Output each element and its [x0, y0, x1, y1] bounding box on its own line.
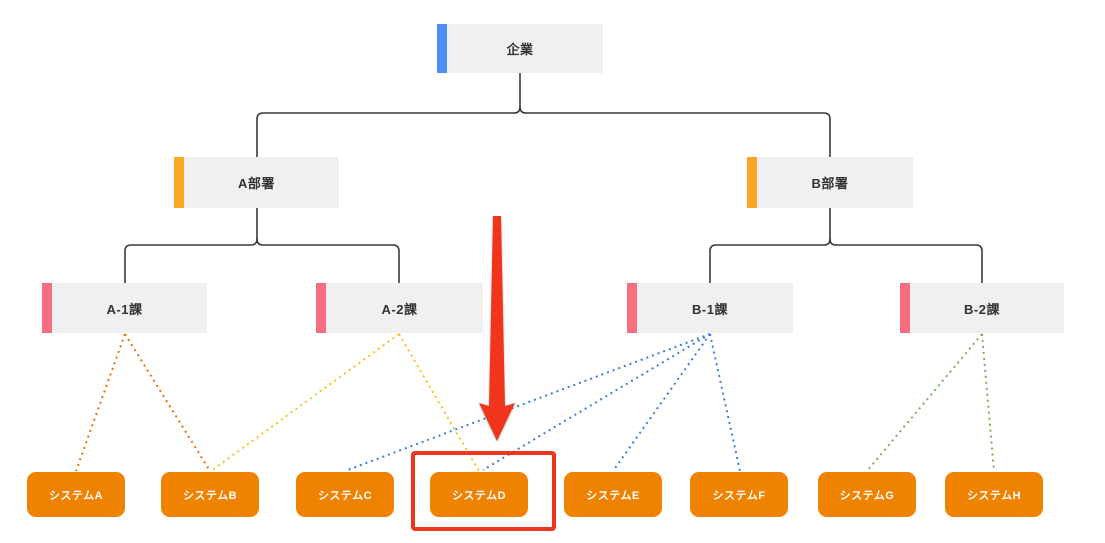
tree-connectors	[124, 72, 983, 284]
amber-accent-bar	[174, 157, 184, 208]
pink-accent-bar	[316, 283, 326, 333]
system-node-f[interactable]: システムF	[690, 472, 788, 517]
tree-dept-a-sec-a2	[256, 238, 400, 284]
link-b1-system-c	[344, 333, 711, 472]
node-dept-a-label: A部署	[238, 176, 275, 191]
link-b1-system-e	[612, 333, 711, 472]
system-node-c-label: システムC	[317, 489, 373, 502]
system-node-e[interactable]: システムE	[564, 472, 662, 517]
system-node-g[interactable]: システムG	[818, 472, 916, 517]
link-b2-system-g	[866, 333, 983, 472]
system-node-e-label: システムE	[586, 489, 640, 502]
amber-accent-bar	[747, 157, 757, 208]
node-section-b2-label: B-2課	[964, 301, 1000, 317]
system-node-g-label: システムG	[839, 489, 895, 502]
node-section-b1[interactable]: B-1課	[627, 283, 793, 333]
tree-dept-b-sec-b2	[829, 238, 983, 284]
tree-dept-b-sec-b1	[709, 207, 831, 284]
node-section-a1-label: A-1課	[106, 301, 143, 317]
node-section-b1-label: B-1課	[692, 301, 728, 317]
system-node-b[interactable]: システムB	[161, 472, 259, 517]
link-a2-system-b	[210, 333, 400, 472]
tree-company-dept-a	[256, 72, 521, 158]
system-node-h[interactable]: システムH	[945, 472, 1043, 517]
node-dept-b[interactable]: B部署	[747, 157, 913, 208]
system-node-c[interactable]: システムC	[296, 472, 394, 517]
system-node-f-label: システムF	[712, 489, 766, 502]
link-b2-system-h	[981, 333, 995, 472]
node-section-a1[interactable]: A-1課	[42, 283, 207, 333]
node-company-label: 企業	[506, 42, 534, 57]
system-links	[75, 333, 995, 472]
blue-accent-bar	[437, 24, 447, 73]
node-section-a2-label: A-2課	[381, 301, 418, 317]
node-section-a2[interactable]: A-2課	[316, 283, 483, 333]
node-dept-a[interactable]: A部署	[174, 157, 339, 208]
link-a1-system-b	[124, 333, 211, 472]
tree-dept-a-sec-a1	[124, 207, 258, 284]
node-section-b2[interactable]: B-2課	[900, 283, 1064, 333]
system-node-d[interactable]: システムD	[430, 472, 528, 517]
link-b1-system-f	[709, 333, 741, 472]
node-company[interactable]: 企業	[437, 24, 603, 73]
system-node-b-label: システムB	[182, 489, 238, 502]
link-b1-system-d	[482, 333, 711, 471]
system-node-a[interactable]: システムA	[27, 472, 125, 517]
system-node-h-label: システムH	[966, 489, 1022, 502]
pink-accent-bar	[900, 283, 910, 333]
system-node-a-label: システムA	[48, 489, 104, 502]
link-a1-system-a	[75, 333, 126, 472]
pink-accent-bar	[627, 283, 637, 333]
link-a2-system-d	[398, 333, 480, 472]
node-dept-b-label: B部署	[811, 176, 849, 191]
system-node-d-label: システムD	[451, 489, 507, 502]
tree-company-dept-b	[519, 106, 831, 158]
pink-accent-bar	[42, 283, 52, 333]
